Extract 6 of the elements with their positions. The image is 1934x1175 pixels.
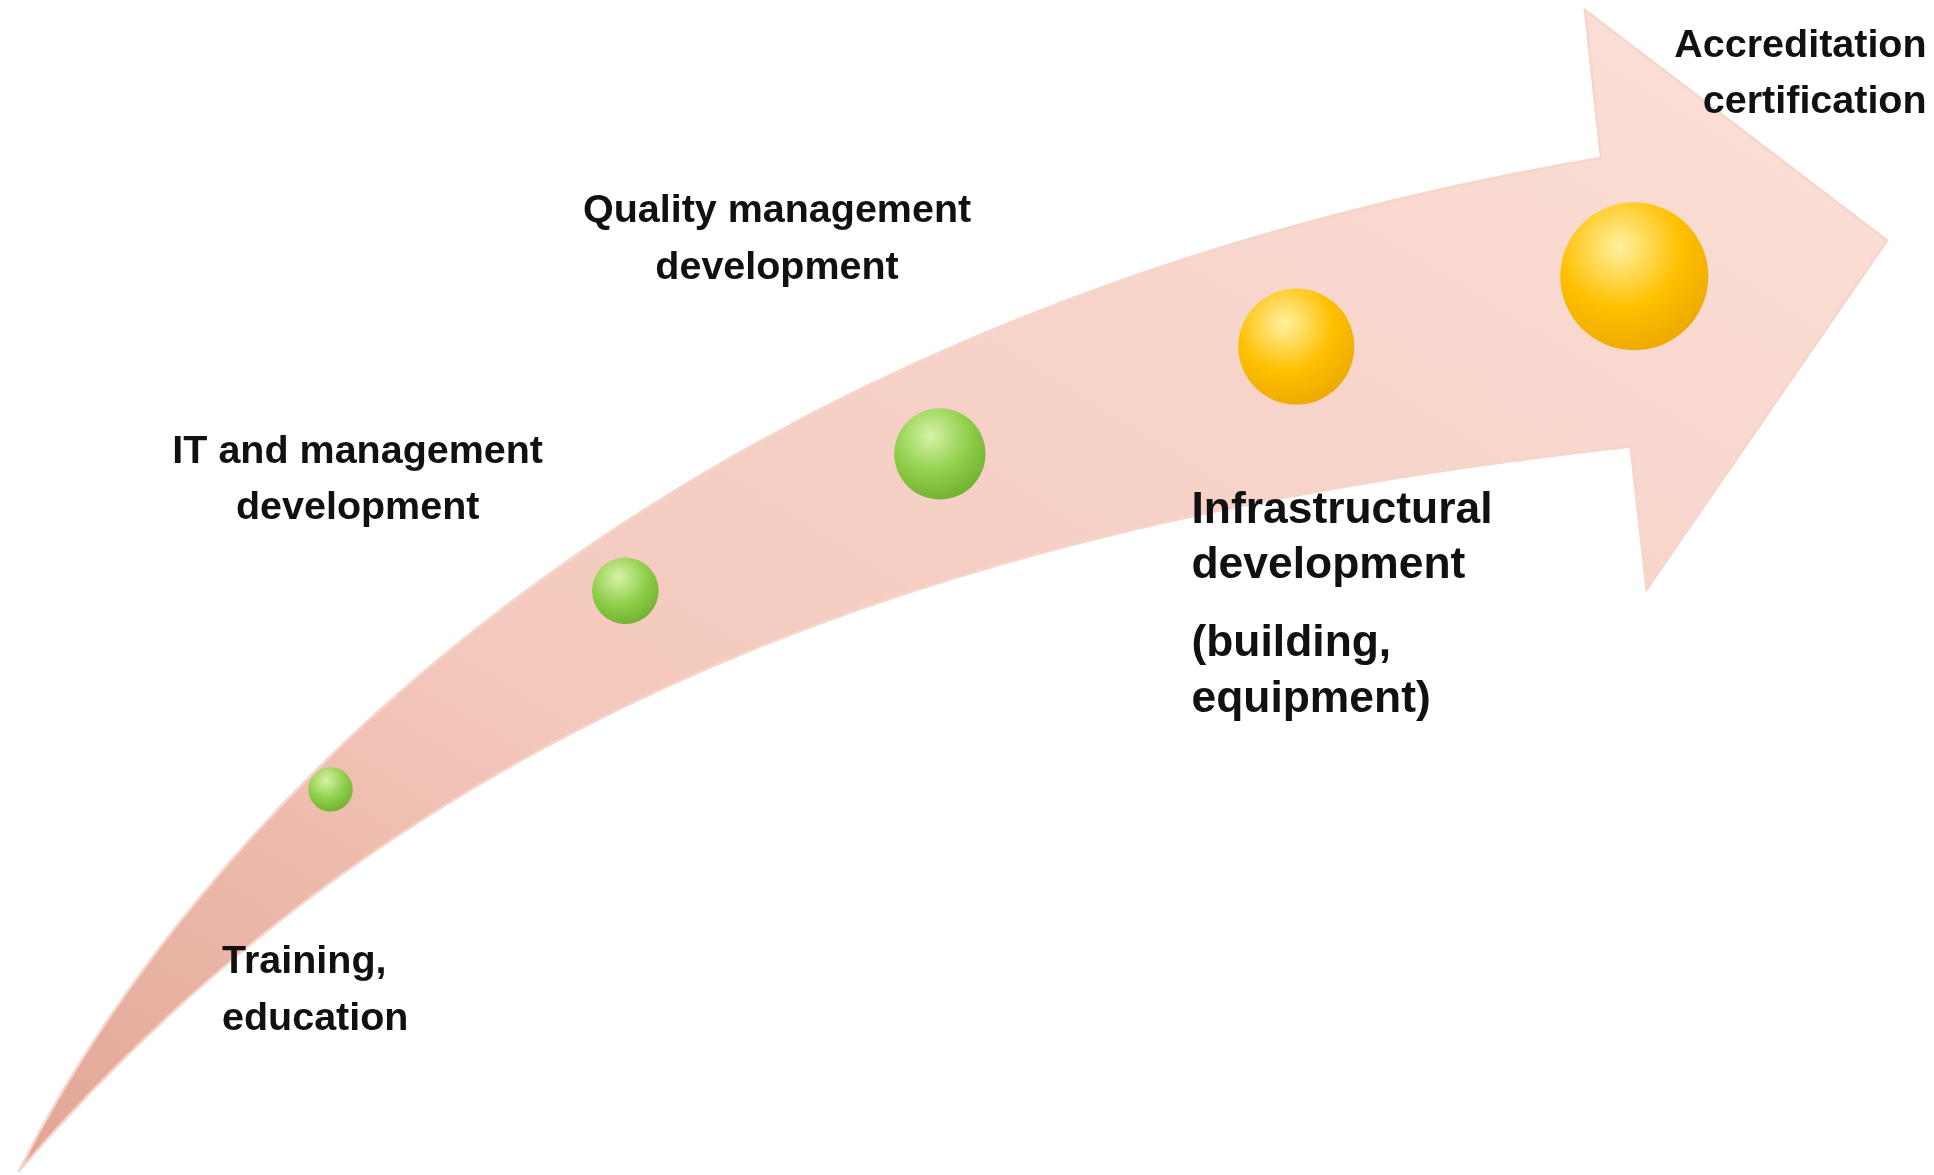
stage-label: Quality management development [581, 185, 973, 290]
stage-label: (building, equipment) [1191, 614, 1432, 724]
stage-label: Infrastructural development [1191, 481, 1494, 591]
stage-label: IT and management development [171, 425, 544, 531]
stage-label: Accreditation certification [1673, 19, 1927, 125]
stage-label: Training, education [222, 936, 410, 1041]
